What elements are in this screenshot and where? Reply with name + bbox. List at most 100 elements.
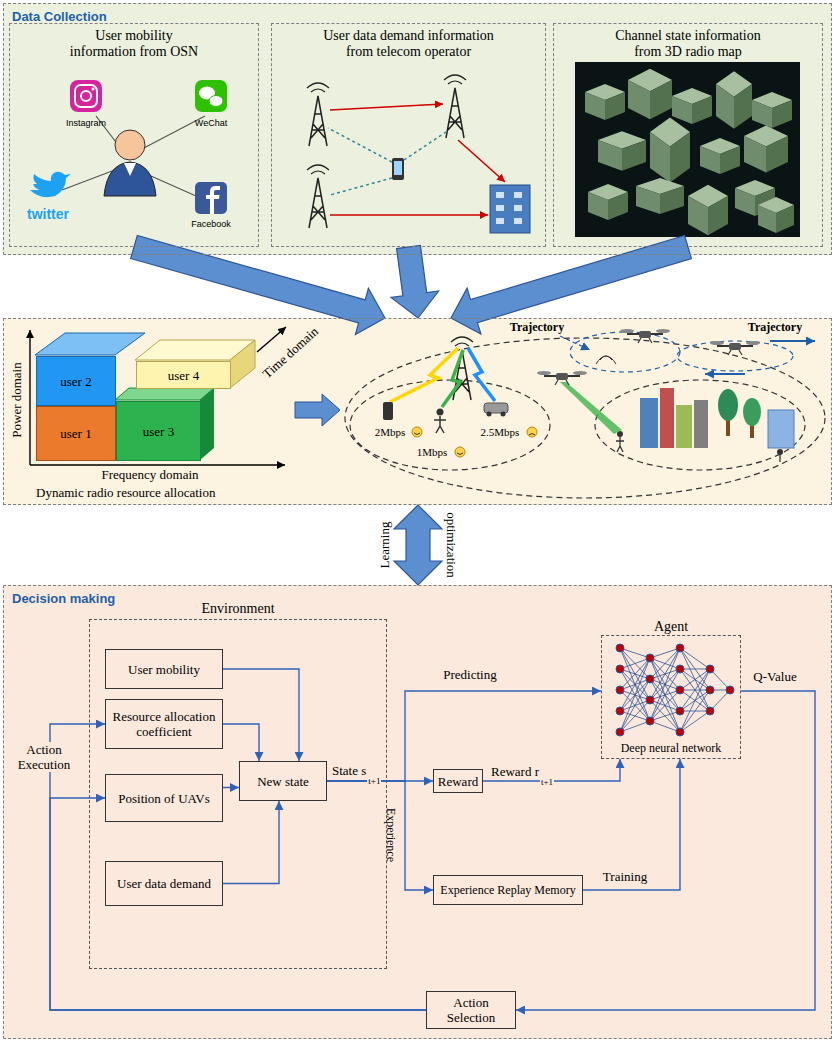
edge-label: Q-Value [753,669,796,684]
node-text: Dynamic radio resource allocation [36,485,215,500]
node-text: User data demand [117,876,211,891]
radio-map [575,62,800,237]
neural-network [616,644,734,736]
node-text: User data demand information from teleco… [314,28,504,60]
annotation-label: Instagram [66,118,106,129]
annotation-label-holder: Trajectory [748,317,802,335]
annotation-label: 1Mbps [417,446,448,459]
environment-box: EnvironmentUser mobilityResource allocat… [89,601,387,969]
node-text: Channel state information from 3D radio … [603,28,773,60]
edge-label: Experience [384,808,398,862]
node-text: Position of UAVs [118,791,210,806]
annotation-label: t+1 [367,776,381,786]
flow-arrow [327,781,433,890]
annotation-label-holder: Facebook [191,213,231,231]
annotation-label-holder: 1Mbps [417,442,448,460]
process-box: Experience Replay Memory [433,875,583,905]
edge-label: Predicting [443,667,496,682]
node-text: Environment [89,601,387,617]
resource-block: user 4 [136,361,231,389]
flow-arrow [583,759,680,890]
network-scene [345,329,825,498]
node-text: Action Selection [432,995,510,1025]
edge-label-holder: Q-Value [753,667,796,685]
panel: Data CollectionUser mobility information… [3,3,832,255]
dashed-frame [601,635,741,759]
flow-arrow [327,691,601,781]
process-box: Position of UAVs [105,774,223,822]
source-box: Channel state information from 3D radio … [553,23,823,247]
node-text: Experience Replay Memory [440,883,575,897]
annotation-label-holder: t+1 [367,770,381,788]
edge-label-holder: Experience [383,808,401,862]
node-text: Agent [601,619,741,635]
panel-ground [3,3,832,255]
telecom-towers [307,75,530,233]
edge-label: Training [603,869,647,884]
annotation-label: 2.5Mbps [481,426,520,439]
annotation-label: Power domain [9,362,24,437]
annotation-label: Learning [377,522,392,569]
annotation-label: WeChat [195,118,227,129]
panel-ground [3,585,832,1039]
process-box: User mobility [105,649,223,689]
node-text: user 2 [60,374,91,389]
source-box: User data demand information from teleco… [271,23,546,247]
annotation-label-holder: 2Mbps [375,422,406,440]
block-arrow [131,236,385,335]
annotation-label-holder: Action Execution [8,742,80,772]
edge-label: optimization [444,512,459,578]
flow-arrow [223,801,279,884]
process-box: Action Selection [426,991,516,1029]
annotation-label-holder: Trajectory [510,317,564,335]
node-text: New state [257,774,309,789]
annotation-label-holder: Reward r [490,762,540,780]
annotation-label: Frequency domain [101,467,198,482]
annotation-label: Reward r [490,764,540,779]
resource-block: user 2 [36,356,116,406]
block-arrow [394,505,442,585]
agent-box: AgentDeep neural network [601,619,741,759]
annotation-label-holder: Frequency domain [101,465,198,483]
node-text: User mobility [128,662,200,677]
edge-label-holder: Training [603,867,647,885]
annotation-label: Trajectory [748,321,802,334]
block-arrow [391,245,439,318]
flow-arrow [223,787,239,788]
annotation-label: Facebook [191,219,231,230]
resource-block: user 1 [36,406,116,461]
panel-ground [3,318,832,505]
annotation-label: State s [331,763,367,778]
annotation-label: t+1 [540,777,554,787]
annotation-label: Time domain [260,324,321,381]
annotation-label: 2Mbps [375,426,406,439]
annotation-label-holder: 2.5Mbps [481,422,520,440]
process-box: Reward [433,769,483,793]
annotation-label-holder: t+1 [540,771,554,789]
annotation-label-holder: Learning [375,522,393,569]
block-arrow [451,236,691,335]
annotation-label-holder: Time domain [258,322,321,382]
node-text: User mobility information from OSN [64,28,204,60]
annotation-label-holder: twitter [27,205,69,223]
node-body-text: Deep neural network [601,741,741,755]
social-network-icons [30,80,227,214]
node-text: user 3 [143,424,174,439]
annotation-label-holder: Instagram [66,112,106,130]
process-box: User data demand [105,861,223,906]
annotation-label-holder: WeChat [195,112,227,130]
panel: Decision makingEnvironmentUser mobilityR… [3,585,832,1039]
resource-block: user 3 [116,401,201,461]
annotation-label: twitter [27,206,69,222]
annotation-label: Trajectory [510,321,564,334]
process-box: New state [239,761,327,801]
edge-label-holder: Predicting [443,665,496,683]
process-box: Resource allocation coefficient [105,699,223,749]
flow-arrow [223,724,259,761]
annotation-label-holder: State s [331,761,367,779]
node-text: Resource allocation coefficient [111,709,217,739]
edge-label-holder: optimization [443,512,461,578]
node-text: Data Collection [12,9,107,24]
